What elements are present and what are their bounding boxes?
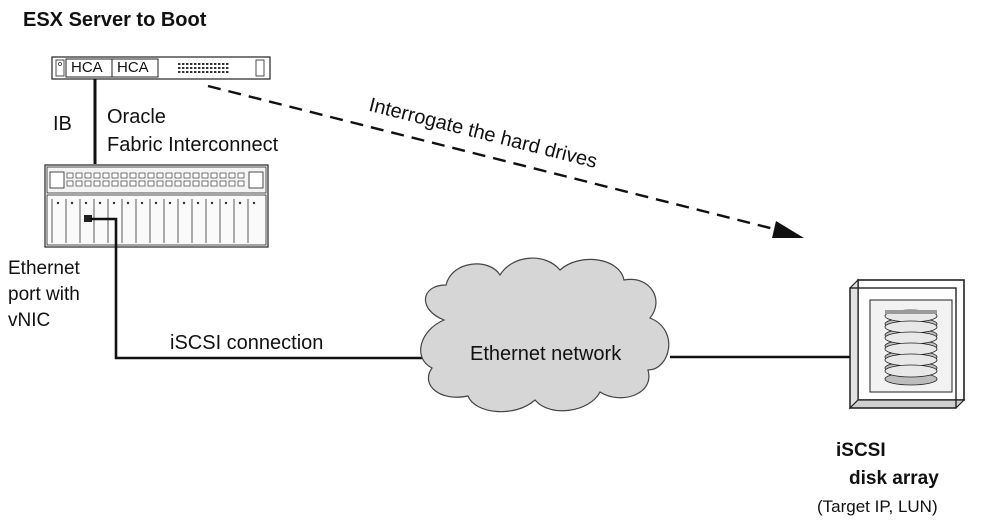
- esx-server-chassis: [51, 56, 271, 80]
- disk-platters: [884, 309, 938, 386]
- ethernet-network-label: Ethernet network: [470, 343, 622, 365]
- disk-array-label-line3: (Target IP, LUN): [817, 497, 938, 516]
- interconnect-port-rows: [66, 172, 245, 187]
- iscsi-disk-array-icon: [848, 278, 966, 410]
- ethernet-port-label-line2: port with: [8, 284, 80, 305]
- iscsi-connection-label: iSCSI connection: [170, 332, 324, 354]
- disk-array-label-line2: disk array: [849, 468, 939, 489]
- interconnect-label-line1: Oracle: [107, 106, 166, 128]
- fabric-interconnect-chassis: [44, 164, 269, 248]
- ethernet-network-cloud: [420, 257, 670, 413]
- iscsi-connection-line: [90, 217, 432, 360]
- diagram-title: ESX Server to Boot: [23, 9, 207, 31]
- hca-label-right: HCA: [117, 59, 149, 76]
- interconnect-io-slots: [51, 199, 256, 243]
- ib-label: IB: [53, 113, 72, 135]
- ethernet-port-label-line3: vNIC: [8, 310, 51, 331]
- interrogate-dashed-arrow: [207, 84, 779, 232]
- ethernet-port-marker: [84, 215, 92, 222]
- disk-array-label-line1: iSCSI: [836, 440, 886, 461]
- ethernet-port-label-line1: Ethernet: [8, 258, 80, 279]
- hca-label-left: HCA: [71, 59, 103, 76]
- server-vents: [178, 63, 229, 73]
- arrow-head: [772, 221, 804, 238]
- interconnect-label-line2: Fabric Interconnect: [107, 134, 279, 156]
